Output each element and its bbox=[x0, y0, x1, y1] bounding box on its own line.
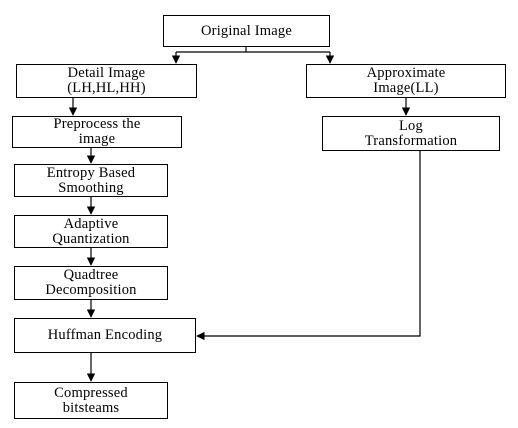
node-adaptive-quantization: Adaptive Quantization bbox=[14, 215, 168, 248]
node-detail-image: Detail Image (LH,HL,HH) bbox=[16, 64, 197, 98]
node-compressed-bitstreams: Compressed bitsteams bbox=[14, 382, 168, 419]
node-compressed-bitstreams-line2: bitsteams bbox=[62, 399, 120, 416]
node-approximate-image-line1: Approximate bbox=[366, 65, 446, 81]
node-log-transformation-line2: Transformation bbox=[364, 132, 458, 149]
node-preprocess: Preprocess the image bbox=[12, 116, 182, 148]
node-entropy-smoothing-line1: Entropy Based bbox=[46, 164, 136, 181]
node-huffman-encoding: Huffman Encoding bbox=[14, 318, 196, 353]
node-adaptive-quantization-line1: Adaptive bbox=[63, 215, 119, 232]
node-quadtree-decomposition-line1: Quadtree bbox=[63, 267, 119, 283]
node-preprocess-line1: Preprocess the bbox=[53, 116, 141, 132]
node-original-image-label: Original Image bbox=[201, 22, 292, 39]
arrow-log-to-huffman bbox=[196, 151, 421, 341]
node-detail-image-line1: Detail Image bbox=[67, 65, 146, 81]
node-compressed-bitstreams-line1: Compressed bbox=[54, 384, 128, 401]
node-log-transformation-line1: Log bbox=[399, 117, 423, 134]
node-log-transformation: Log Transformation bbox=[322, 116, 500, 151]
node-adaptive-quantization-line2: Quantization bbox=[52, 230, 130, 247]
node-quadtree-decomposition-line2: Decomposition bbox=[45, 282, 137, 298]
node-original-image: Original Image bbox=[163, 15, 330, 47]
node-entropy-smoothing: Entropy Based Smoothing bbox=[14, 164, 168, 197]
node-huffman-encoding-label: Huffman Encoding bbox=[47, 327, 163, 343]
node-approximate-image-line2: Image(LL) bbox=[373, 80, 439, 96]
node-approximate-image: Approximate Image(LL) bbox=[306, 64, 506, 98]
node-entropy-smoothing-line2: Smoothing bbox=[58, 179, 124, 196]
node-preprocess-line2: image bbox=[78, 131, 116, 147]
node-quadtree-decomposition: Quadtree Decomposition bbox=[14, 266, 168, 300]
node-detail-image-line2: (LH,HL,HH) bbox=[67, 80, 146, 96]
